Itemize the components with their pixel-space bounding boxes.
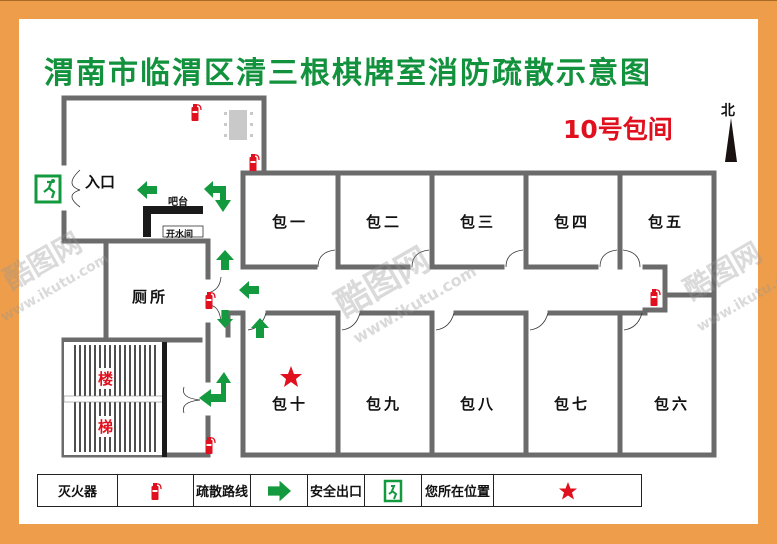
current-location-star-icon: [280, 366, 302, 387]
room-9: 包九: [366, 395, 403, 413]
page-title: 渭南市临渭区清三根棋牌室消防疏散示意图: [44, 56, 652, 91]
north-label: 北: [721, 103, 735, 119]
bar-counter-label: 吧台: [168, 197, 188, 208]
evacuation-arrows: [137, 181, 269, 407]
toilet-label: 厕所: [132, 288, 169, 306]
fire-extinguisher-icon: [649, 288, 661, 307]
room-10: 包十: [272, 395, 309, 413]
room-7: 包七: [554, 395, 591, 413]
emergency-exit-icon: [34, 174, 62, 204]
fire-extinguisher-icon: [248, 153, 260, 172]
star-icon: [494, 475, 641, 506]
legend-label-exit: 安全出口: [308, 475, 365, 506]
legend-label-extinguisher: 灭火器: [38, 475, 118, 506]
evacuation-arrow-icon: [251, 475, 308, 506]
room-5: 包五: [648, 213, 685, 231]
room-number-title: 10号包间: [563, 115, 673, 144]
water-room-label: 开水间: [166, 230, 194, 240]
north-arrow-icon: [725, 118, 737, 162]
room-6: 包六: [654, 395, 691, 413]
room-8: 包八: [460, 395, 497, 413]
stairs-label: 梯: [97, 416, 115, 437]
legend: 灭火器 疏散路线 安全出口 您所在位置: [37, 474, 642, 507]
stairs-label: 楼: [97, 368, 115, 389]
legend-label-evacuation: 疏散路线: [194, 475, 251, 506]
legend-label-location: 您所在位置: [422, 475, 494, 506]
fire-extinguisher-icon: [118, 475, 194, 506]
emergency-exit-icon: [365, 475, 422, 506]
room-4: 包四: [554, 213, 591, 231]
fire-extinguisher-icon: [190, 103, 202, 122]
stairs: [63, 342, 167, 457]
room-3: 包三: [460, 213, 497, 231]
entrance-label: 入口: [85, 173, 116, 191]
room-1: 包一: [272, 213, 309, 231]
room-2: 包二: [366, 213, 403, 231]
